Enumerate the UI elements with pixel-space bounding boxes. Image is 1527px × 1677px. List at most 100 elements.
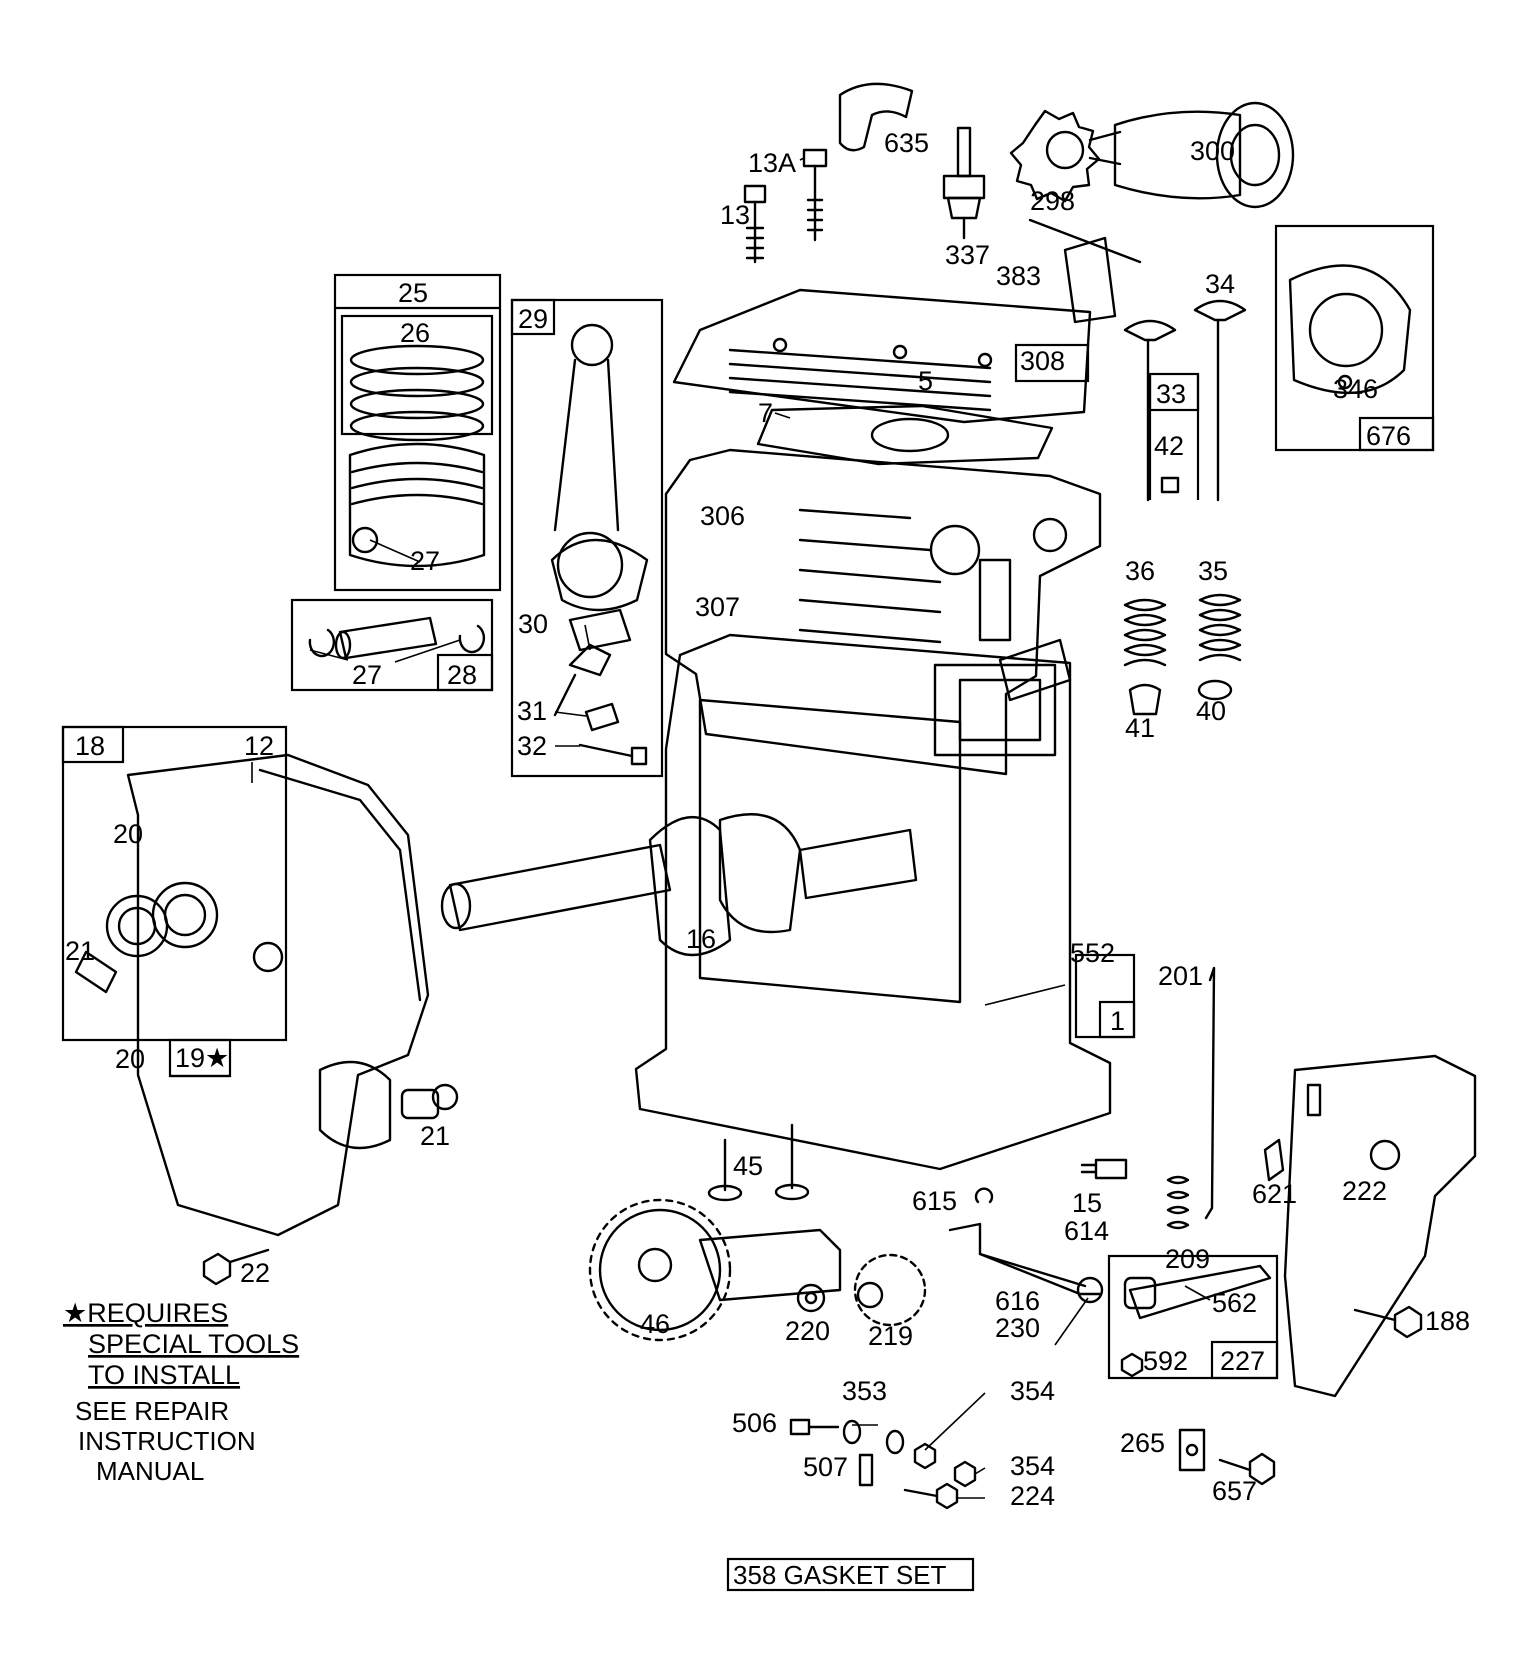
camshaft-gear-icon: [588, 1198, 842, 1342]
nut-354-icon-2: [953, 1460, 977, 1488]
cylinder-block-icon: [664, 448, 1102, 776]
label-552: 552: [1070, 938, 1115, 968]
label-614: 614: [1064, 1216, 1109, 1246]
breather-plate-icon: [1288, 264, 1412, 395]
label-354-lower: 354: [1010, 1451, 1055, 1481]
label-354-upper: 354: [1010, 1376, 1055, 1406]
label-507: 507: [803, 1452, 848, 1482]
label-45: 45: [733, 1151, 763, 1181]
label-201: 201: [1158, 961, 1203, 991]
label-41: 41: [1125, 713, 1155, 743]
label-615: 615: [912, 1186, 957, 1216]
note-instruction: INSTRUCTION: [78, 1426, 256, 1456]
bolt-13a-icon: [802, 148, 828, 242]
label-1: 1: [1110, 1006, 1125, 1036]
bracket-507-icon: [858, 1453, 874, 1487]
label-15: 15: [1072, 1188, 1102, 1218]
cylinder-head-icon: [672, 288, 1092, 424]
gasket-set-box: [726, 1557, 975, 1592]
head-gasket-icon: [756, 404, 1054, 466]
label-21-plug: 21: [420, 1121, 450, 1151]
crankcase-icon: [634, 633, 1112, 1171]
governor-crank-icon: [948, 1222, 1102, 1296]
note-to-install: TO INSTALL: [88, 1360, 240, 1390]
label-220: 220: [785, 1316, 830, 1346]
screw-506-icon: [789, 1418, 840, 1436]
bolt-657-icon: [1218, 1452, 1276, 1486]
bolt-13-icon: [743, 184, 767, 264]
spark-plug-wrench-icon: [1028, 218, 1142, 324]
label-300: 300: [1190, 136, 1235, 166]
crankcase-cover-icon: [126, 753, 430, 1237]
label-28: 28: [447, 660, 477, 690]
label-26: 26: [400, 318, 430, 348]
gasket-set-label: 358 GASKET SET: [733, 1560, 947, 1590]
governor-washer-icon: [796, 1283, 826, 1313]
governor-link-icon: [1204, 966, 1216, 1220]
valve-spring-icon: [1123, 598, 1167, 667]
label-25: 25: [398, 278, 428, 308]
label-308: 308: [1020, 346, 1065, 376]
washer-353-icon-2: [885, 1429, 905, 1455]
wrist-pin-box-28: [290, 598, 494, 692]
label-30: 30: [518, 609, 548, 639]
valve-spring-icon-2: [1198, 593, 1242, 662]
bracket-265-icon: [1178, 1428, 1206, 1472]
label-18: 18: [75, 731, 105, 761]
label-265: 265: [1120, 1428, 1165, 1458]
leader-lines: [251, 157, 1211, 1499]
label-7: 7: [758, 398, 773, 428]
label-657: 657: [1212, 1476, 1257, 1506]
label-188: 188: [1425, 1306, 1470, 1336]
label-27-clip: 27: [352, 660, 382, 690]
spring-retainer-icon: [1128, 683, 1162, 716]
label-562: 562: [1212, 1288, 1257, 1318]
valve-retainer-pin-icon: [1160, 476, 1180, 494]
nut-354-icon: [913, 1442, 937, 1470]
label-12: 12: [244, 731, 274, 761]
label-20-top: 20: [113, 819, 143, 849]
rod-dipper-icon: [553, 643, 612, 717]
label-27-piston: 27: [410, 546, 440, 576]
special-tools-note: ★REQUIRES SPECIAL TOOLS TO INSTALL SEE R…: [63, 1298, 299, 1486]
label-209: 209: [1165, 1244, 1210, 1274]
intake-valve-icon: [1123, 319, 1177, 502]
governor-crank-clip-icon: [974, 1187, 994, 1204]
label-46: 46: [640, 1309, 670, 1339]
label-13a: 13A: [748, 148, 796, 178]
spark-plug-icon: [942, 126, 986, 240]
label-42: 42: [1154, 431, 1184, 461]
label-35: 35: [1198, 556, 1228, 586]
breather-kit-box-676: [1274, 224, 1435, 452]
label-227: 227: [1220, 1346, 1265, 1376]
note-see-repair: SEE REPAIR: [75, 1396, 229, 1426]
note-special-tools: SPECIAL TOOLS: [88, 1329, 299, 1359]
note-requires: ★REQUIRES: [63, 1298, 228, 1328]
governor-lever-icon: [1123, 1264, 1272, 1320]
label-34: 34: [1205, 269, 1235, 299]
control-clip-icon: [1263, 1138, 1285, 1182]
piston-rings-icon: [349, 344, 485, 442]
bolt-15-icon: [1080, 1158, 1128, 1180]
label-32: 32: [517, 731, 547, 761]
governor-kit-box-227: [1107, 1254, 1279, 1380]
label-592: 592: [1143, 1346, 1188, 1376]
label-230: 230: [995, 1313, 1040, 1343]
governor-spring-icon: [1166, 1175, 1190, 1230]
label-307: 307: [695, 592, 740, 622]
label-298: 298: [1030, 186, 1075, 216]
part-number-labels: 13 13A 635 337 300 298 383 25 26 27 27 2…: [65, 128, 1470, 1511]
wrist-pin-icon: [308, 616, 486, 660]
cover-bolt-icon: [202, 1248, 270, 1286]
label-506: 506: [732, 1408, 777, 1438]
label-676: 676: [1366, 421, 1411, 451]
air-cleaner-icon: [1009, 101, 1295, 209]
note-manual: MANUAL: [96, 1456, 204, 1486]
spark-plug-boot-icon: [838, 82, 914, 152]
label-306: 306: [700, 501, 745, 531]
ring-set-box-26: [340, 314, 494, 436]
bracket-bolt-icon: [1353, 1305, 1423, 1339]
governor-lever-nut-icon: [1120, 1352, 1144, 1378]
label-224: 224: [1010, 1481, 1055, 1511]
